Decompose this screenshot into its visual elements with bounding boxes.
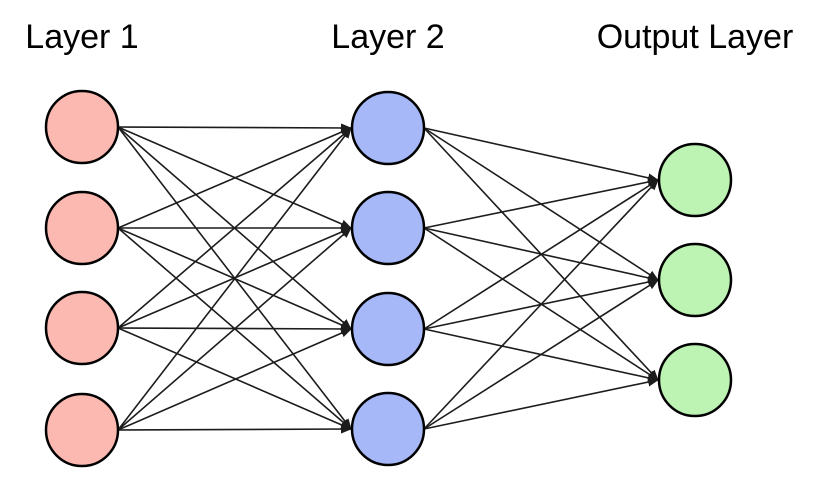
node-layer1-2 <box>44 190 120 266</box>
node-layer1-1 <box>44 89 120 165</box>
edge-layer2-to-output <box>423 377 659 430</box>
node-output-1 <box>657 142 733 218</box>
node-layer2-2 <box>350 190 426 266</box>
edge-layer2-to-output <box>423 177 659 229</box>
edge-layer1-to-layer2 <box>117 127 352 431</box>
edges <box>117 123 659 434</box>
edge-layer1-to-layer2 <box>117 424 352 434</box>
node-output-2 <box>657 242 733 318</box>
layer-output-nodes <box>657 142 733 418</box>
node-layer2-4 <box>350 391 426 467</box>
edge-layer1-to-layer2 <box>117 227 352 431</box>
node-layer1-4 <box>44 392 120 468</box>
edge-layer2-to-output <box>423 279 659 430</box>
node-layer2-3 <box>350 291 426 367</box>
layer-layer2-nodes <box>350 90 426 467</box>
edge-layer1-to-layer2 <box>117 123 352 133</box>
edge-layer2-to-output <box>423 127 659 183</box>
layer-1-label: Layer 1 <box>25 18 139 56</box>
edge-layer1-to-layer2 <box>117 328 352 431</box>
edge-layer2-to-output <box>423 179 659 430</box>
edge-layer1-to-layer2 <box>117 127 352 229</box>
layer-layer1-nodes <box>44 89 120 468</box>
layer-2-label: Layer 2 <box>331 18 445 56</box>
node-output-3 <box>657 342 733 418</box>
output-layer-label: Output Layer <box>596 18 794 56</box>
edge-layer2-to-output <box>423 179 659 330</box>
node-layer2-1 <box>350 90 426 166</box>
edge-layer1-to-layer2 <box>117 127 352 329</box>
edge-layer1-to-layer2 <box>117 327 352 430</box>
node-layer1-3 <box>44 290 120 366</box>
